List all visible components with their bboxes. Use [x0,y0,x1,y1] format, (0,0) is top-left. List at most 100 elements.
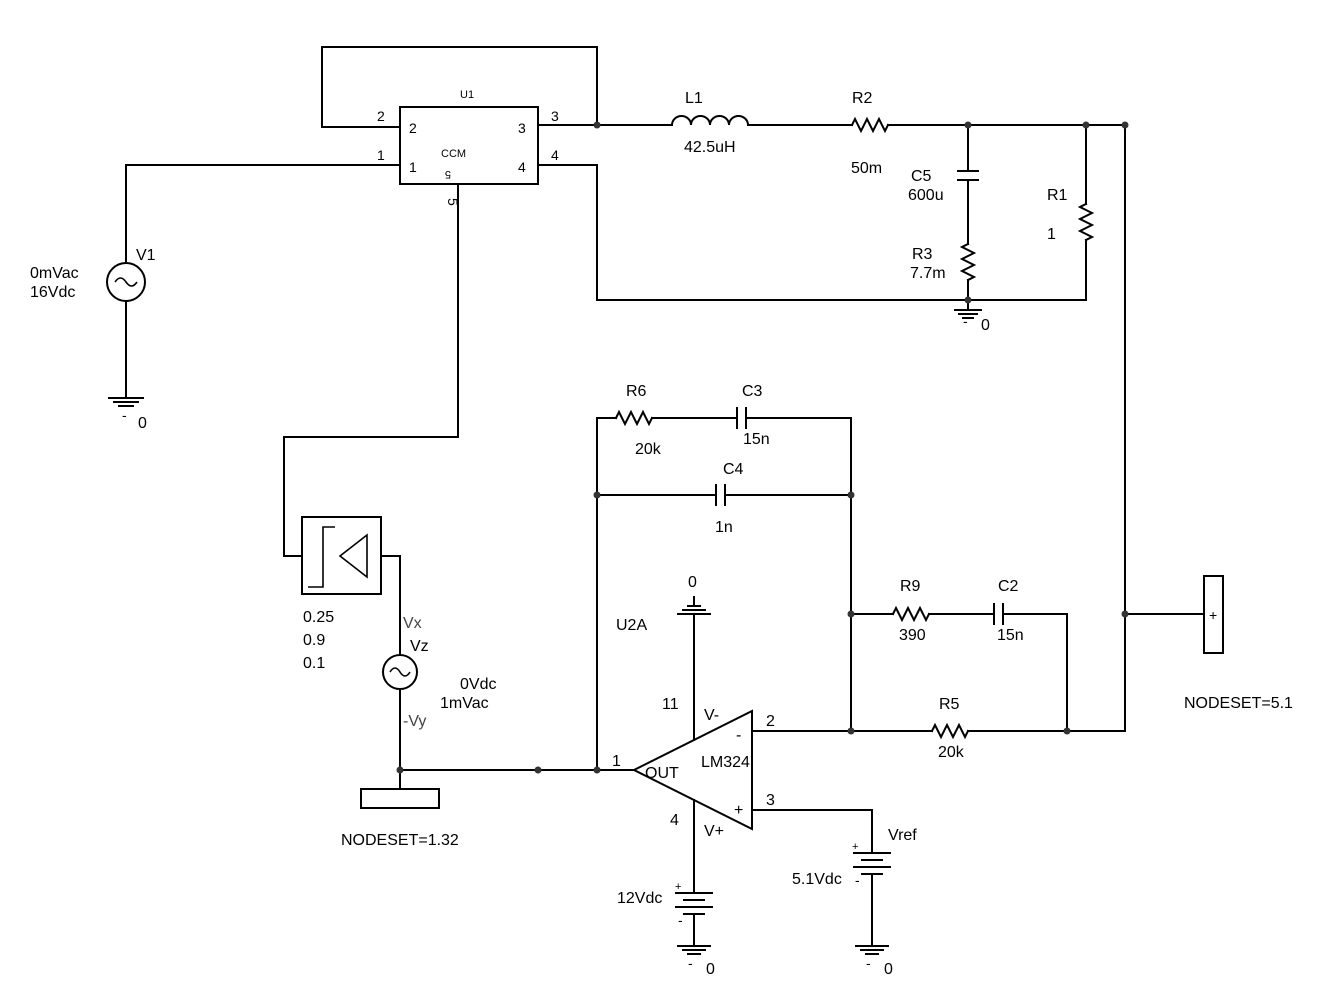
label-c2-value: 15n [997,627,1024,644]
label-r2-value: 50m [851,160,882,177]
label-r5: R5 [939,696,960,713]
label-r6: R6 [626,383,647,400]
label-r3-value: 7.7m [910,265,946,282]
ground-v1-symbol [108,397,144,407]
label-limiter-b: 0.9 [303,632,325,649]
label-u1: U1 [460,89,474,101]
wire-return-pin4 [537,164,1087,301]
wire-u1-loop [321,46,598,128]
label-pin1: 1 [612,753,621,770]
capacitor-c2 [993,603,1004,625]
label-gnd-12v-minus: - [688,955,693,971]
capacitor-c5 [957,170,979,181]
label-pin11: 11 [662,696,679,713]
ground-12v-symbol [677,945,711,955]
battery-vref [853,852,891,875]
label-vy: -Vy [403,713,426,730]
junction-minus-input [847,727,855,735]
label-minus: - [736,727,741,744]
label-vz-ac: 1mVac [440,695,489,712]
label-u1-pin4-in: 4 [518,159,526,175]
label-lm324: LM324 [701,754,750,771]
junction-u1-out [593,121,601,129]
label-r3: R3 [912,246,933,263]
limiter-step-symbol [308,526,335,588]
label-pin3: 3 [766,792,775,809]
resistor-r1 [1077,202,1095,242]
nodeset-left-marker [360,788,440,809]
label-vref-value: 5.1Vdc [792,871,842,888]
label-vx: Vx [403,615,422,632]
resistor-r2 [850,116,890,134]
label-r9: R9 [900,578,921,595]
wire-v1-pin1 [125,164,401,264]
junction-vz-out [396,766,404,774]
label-c3: C3 [742,383,763,400]
label-c4: C4 [723,461,744,478]
label-vminus: V- [704,707,719,724]
label-r5-value: 20k [938,744,965,761]
label-12vdc: 12Vdc [617,890,662,907]
label-u1-pin2-out: 2 [377,108,385,124]
junction-r1-top [1082,121,1090,129]
label-nodeset-right: NODESET=5.1 [1184,695,1293,712]
label-gnd-top-minus: - [963,313,968,329]
wire-comp-left [596,417,617,771]
label-gnd-v1: 0 [138,415,147,432]
junction-opamp-out [593,766,601,774]
label-u1-pin4-out: 4 [551,147,559,163]
label-u2a: U2A [616,617,647,634]
label-vref-plus: + [852,841,858,853]
wire-c2-right [1002,613,1068,732]
resistor-r9 [891,605,931,623]
nodeset-right-marker [1203,575,1224,654]
label-limiter-a: 0.25 [303,609,334,626]
label-u1-pin1-out: 1 [377,147,385,163]
label-12v-plus: + [675,881,681,893]
label-u1-pin1-in: 1 [409,159,417,175]
label-u1-pin3-in: 3 [518,120,526,136]
label-gnd-opamp: 0 [688,574,697,591]
ground-top-symbol [954,309,982,319]
label-c2: C2 [998,578,1019,595]
label-ccm-line2: 5 [445,168,451,180]
junction-r5-c2 [1063,727,1071,735]
limiter-triangle-symbol [338,533,368,579]
label-12v-minus: - [678,912,683,928]
label-limiter-c: 0.1 [303,655,325,672]
wire-c3-right [745,417,852,732]
ground-vref-symbol [855,945,889,955]
u1-ccm-block [399,106,539,185]
label-vref: Vref [888,827,917,844]
label-gnd-12v: 0 [706,961,715,978]
label-c3-value: 15n [743,431,770,448]
capacitor-c3 [736,407,747,429]
label-r6-value: 20k [635,441,662,458]
label-c4-value: 1n [715,519,733,536]
label-gnd-vref-minus: - [866,955,871,971]
junction-comp-right [847,491,855,499]
label-u1-pin3-out: 3 [551,108,559,124]
label-l1-value: 42.5uH [684,139,736,156]
capacitor-c4 [715,484,726,506]
label-vz-dc: 0Vdc [460,676,496,693]
junction-c5-top [964,121,972,129]
source-v1-sine [114,277,138,287]
label-u1-pin5-out: 5 [445,198,461,206]
label-r2: R2 [852,90,873,107]
label-nodeset-left: NODESET=1.32 [341,832,459,849]
source-vz-sine [389,667,411,677]
label-c5-value: 600u [908,187,944,204]
label-nodeset-right-plus: + [1209,607,1217,623]
label-ccm-line1: CCM [441,148,466,160]
battery-12v [675,892,713,915]
junction-out-mid [534,766,542,774]
label-r1: R1 [1047,187,1068,204]
label-vref-minus: - [855,872,860,888]
inductor-l1 [670,115,750,127]
label-pin4: 4 [670,812,679,829]
junction-r9-left [847,610,855,618]
label-gnd-v1-minus: - [122,407,127,423]
wire-plus-vref [751,809,873,854]
resistor-r6 [614,409,654,427]
